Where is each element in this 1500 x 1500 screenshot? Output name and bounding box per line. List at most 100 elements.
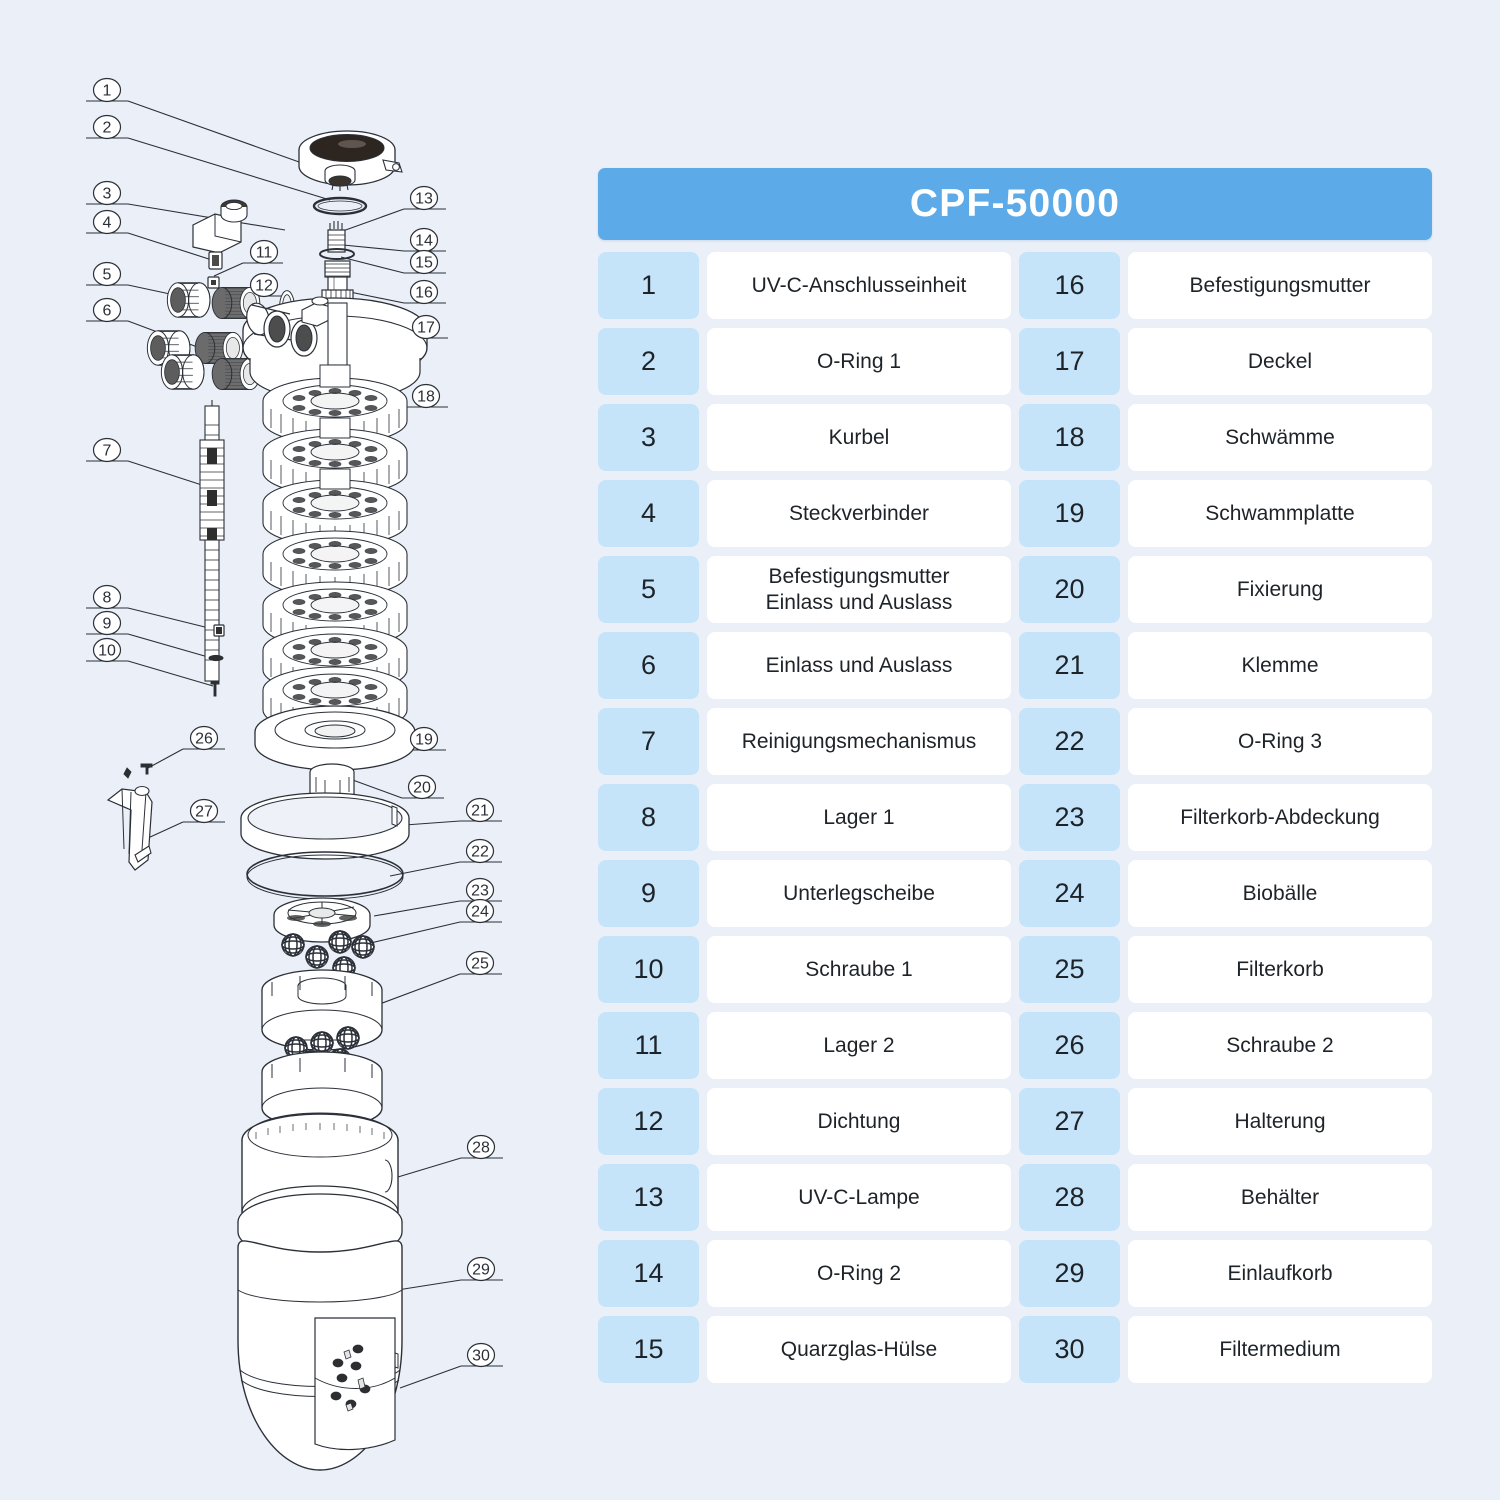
part-name-cell[interactable]: Reinigungsmechanismus [707,708,1011,775]
callout-22: 22 [465,838,495,864]
callout-number: 12 [255,278,273,295]
part-number-cell[interactable]: 29 [1019,1240,1120,1307]
part-number-cell[interactable]: 12 [598,1088,699,1155]
callout-circle [92,114,122,140]
part-number-cell[interactable]: 14 [598,1240,699,1307]
callout-circle [92,209,122,235]
callout-number: 21 [471,803,489,820]
part-number-cell[interactable]: 19 [1019,480,1120,547]
part-number-cell[interactable]: 9 [598,860,699,927]
part-name-cell[interactable]: UV-C-Anschlusseinheit [707,252,1011,319]
callout-2: 2 [92,114,122,140]
part-name-cell[interactable]: Klemme [1128,632,1432,699]
callout-number: 9 [103,616,112,633]
callout-circle [411,383,441,409]
part-number-cell[interactable]: 4 [598,480,699,547]
part-number-cell[interactable]: 28 [1019,1164,1120,1231]
callout-7: 7 [92,437,122,463]
part-number-cell[interactable]: 6 [598,632,699,699]
part-name-cell[interactable]: Behälter [1128,1164,1432,1231]
part-name-cell[interactable]: Schwammplatte [1128,480,1432,547]
part-name-cell[interactable]: Einlass und Auslass [707,632,1011,699]
part-name-cell[interactable]: Steckverbinder [707,480,1011,547]
part-number-cell[interactable]: 10 [598,936,699,1003]
callout-number: 15 [415,255,433,272]
callout-circle [411,314,441,340]
part-name-cell[interactable]: Befestigungsmutter [1128,252,1432,319]
part-name-cell[interactable]: Schraube 2 [1128,1012,1432,1079]
part-name-cell[interactable]: Deckel [1128,328,1432,395]
part-name-cell[interactable]: Filterkorb [1128,936,1432,1003]
callout-16: 16 [409,279,439,305]
part-number-cell[interactable]: 26 [1019,1012,1120,1079]
callout-circle [189,725,219,751]
part-name-cell[interactable]: Kurbel [707,404,1011,471]
callout-26: 26 [189,725,219,751]
part-number-cell[interactable]: 23 [1019,784,1120,851]
part-name-cell[interactable]: Biobälle [1128,860,1432,927]
part-name-cell[interactable]: Einlaufkorb [1128,1240,1432,1307]
part-number-cell[interactable]: 13 [598,1164,699,1231]
part-name-cell[interactable]: O-Ring 3 [1128,708,1432,775]
page-title: CPF-50000 [909,182,1121,225]
part-number-cell[interactable]: 22 [1019,708,1120,775]
part-name-cell[interactable]: Schwämme [1128,404,1432,471]
part-name-cell[interactable]: O-Ring 1 [707,328,1011,395]
part-name-cell[interactable]: UV-C-Lampe [707,1164,1011,1231]
part-name-cell[interactable]: Quarzglas-Hülse [707,1316,1011,1383]
table-header-bar: CPF-50000 [598,168,1432,240]
part-bracket-holder [106,767,153,871]
part-number-cell[interactable]: 16 [1019,252,1120,319]
part-number-cell[interactable]: 15 [598,1316,699,1383]
part-number-cell[interactable]: 20 [1019,556,1120,623]
callout-6: 6 [92,297,122,323]
part-name-cell[interactable]: Filtermedium [1128,1316,1432,1383]
callout-circle [465,838,495,864]
part-number-cell[interactable]: 3 [598,404,699,471]
part-name-cell[interactable]: Unterlegscheibe [707,860,1011,927]
callout-number: 19 [415,732,433,749]
callout-27: 27 [189,798,219,824]
callout-19: 19 [409,726,439,752]
part-number-cell[interactable]: 21 [1019,632,1120,699]
callout-number: 5 [103,267,112,284]
callout-number: 23 [471,883,489,900]
callout-4: 4 [92,209,122,235]
part-number-cell[interactable]: 17 [1019,328,1120,395]
part-number-cell[interactable]: 27 [1019,1088,1120,1155]
part-number-cell[interactable]: 18 [1019,404,1120,471]
callout-number: 11 [256,245,273,262]
part-name-cell[interactable]: Lager 1 [707,784,1011,851]
part-name-cell[interactable]: Schraube 1 [707,936,1011,1003]
part-name-cell[interactable]: O-Ring 2 [707,1240,1011,1307]
part-uvc-connection-unit [298,130,403,191]
part-number-cell[interactable]: 7 [598,708,699,775]
callout-number: 14 [415,233,433,250]
part-number-cell[interactable]: 25 [1019,936,1120,1003]
part-number-cell[interactable]: 24 [1019,860,1120,927]
part-name-cell[interactable]: Befestigungsmutter Einlass und Auslass [707,556,1011,623]
part-number-cell[interactable]: 11 [598,1012,699,1079]
callout-number: 2 [103,120,112,137]
part-number-cell[interactable]: 5 [598,556,699,623]
callout-8: 8 [92,584,122,610]
callout-10: 10 [92,637,122,663]
part-name-cell[interactable]: Filterkorb-Abdeckung [1128,784,1432,851]
part-name-cell[interactable]: Fixierung [1128,556,1432,623]
part-number-cell[interactable]: 30 [1019,1316,1120,1383]
callout-circle [466,1134,496,1160]
callout-circle [92,297,122,323]
part-name-cell[interactable]: Lager 2 [707,1012,1011,1079]
callout-21: 21 [465,797,495,823]
callout-30: 30 [466,1342,496,1368]
part-number-cell[interactable]: 1 [598,252,699,319]
callout-3: 3 [92,180,122,206]
part-name-cell[interactable]: Dichtung [707,1088,1011,1155]
callout-11: 11 [249,239,279,265]
part-number-cell[interactable]: 8 [598,784,699,851]
part-number-cell[interactable]: 2 [598,328,699,395]
part-name-cell[interactable]: Halterung [1128,1088,1432,1155]
part-filter-medium [314,1317,396,1451]
callout-circle [189,798,219,824]
